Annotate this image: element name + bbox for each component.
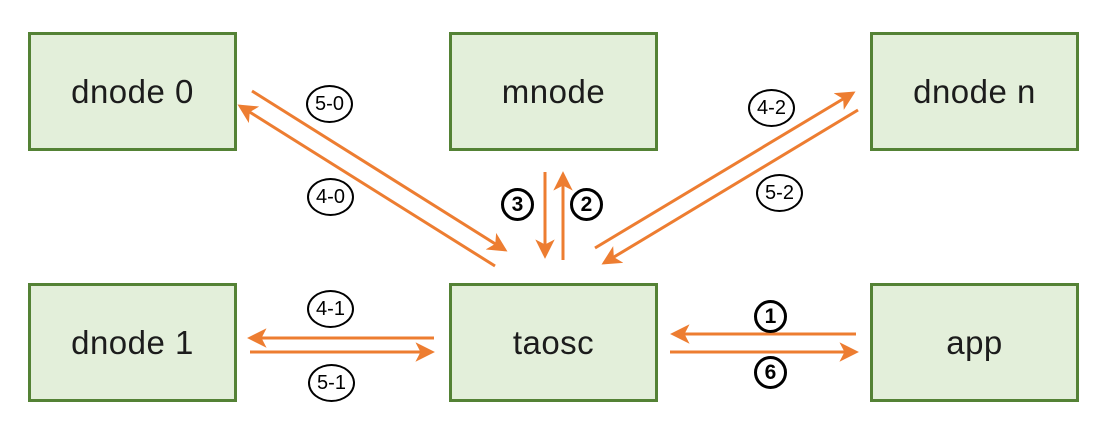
edge-label-5-1: 5-1 bbox=[308, 364, 355, 402]
edge-label-5-1-text: 5-1 bbox=[317, 371, 346, 394]
arrow-4-2 bbox=[594, 91, 856, 250]
node-dnode0: dnode 0 bbox=[28, 32, 237, 151]
node-dnode1: dnode 1 bbox=[28, 283, 237, 402]
node-taosc: taosc bbox=[449, 283, 658, 402]
node-dnoden: dnode n bbox=[870, 32, 1079, 151]
edge-label-2-text: 2 bbox=[580, 192, 593, 216]
edge-label-6: 6 bbox=[754, 356, 787, 389]
node-app-label: app bbox=[946, 323, 1003, 361]
edge-label-5-0: 5-0 bbox=[306, 85, 353, 123]
edge-label-3-text: 3 bbox=[511, 192, 524, 216]
edge-label-4-1-text: 4-1 bbox=[316, 297, 345, 320]
edge-label-3: 3 bbox=[501, 188, 534, 221]
node-taosc-label: taosc bbox=[512, 323, 595, 361]
edge-label-4-0: 4-0 bbox=[307, 178, 354, 216]
edge-label-4-0-text: 4-0 bbox=[316, 185, 345, 208]
node-app: app bbox=[870, 283, 1079, 402]
edge-label-4-1: 4-1 bbox=[307, 290, 354, 328]
edge-label-1: 1 bbox=[754, 300, 787, 333]
edge-label-5-2: 5-2 bbox=[756, 174, 803, 212]
node-dnode0-label: dnode 0 bbox=[71, 72, 194, 110]
edge-label-6-text: 6 bbox=[764, 360, 777, 384]
node-mnode: mnode bbox=[449, 32, 658, 151]
node-mnode-label: mnode bbox=[501, 72, 606, 110]
edge-label-4-2: 4-2 bbox=[748, 89, 795, 127]
arrow-5-2 bbox=[601, 108, 859, 265]
node-dnoden-label: dnode n bbox=[913, 72, 1036, 110]
edge-label-2: 2 bbox=[570, 188, 603, 221]
edge-label-5-2-text: 5-2 bbox=[765, 181, 794, 204]
edge-label-1-text: 1 bbox=[764, 304, 777, 328]
arrow-5-0 bbox=[251, 89, 508, 252]
edge-label-5-0-text: 5-0 bbox=[315, 92, 344, 115]
node-dnode1-label: dnode 1 bbox=[71, 323, 194, 361]
edge-label-4-2-text: 4-2 bbox=[757, 96, 786, 119]
arrow-4-0 bbox=[237, 104, 496, 268]
